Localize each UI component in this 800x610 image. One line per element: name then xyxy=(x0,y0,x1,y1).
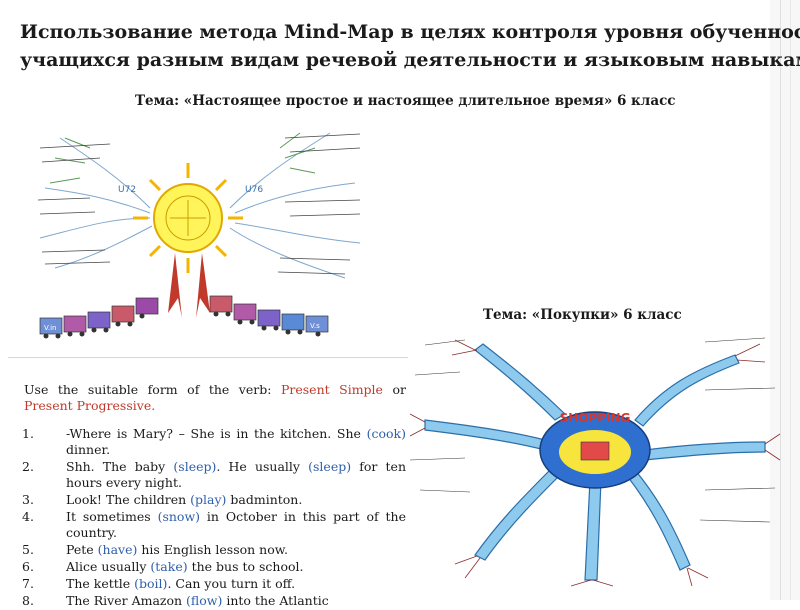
verb-prompt: (cook) xyxy=(366,426,406,441)
exercise-text: -Where is Mary? – She is in the kitchen.… xyxy=(66,426,367,441)
exercise-item: 2. Shh. The baby (sleep). He usually (sle… xyxy=(16,459,406,491)
exercise-text: Alice usually xyxy=(66,559,151,574)
exercise-instructions: Use the suitable form of the verb: Prese… xyxy=(24,382,406,414)
exercise-item: 6. Alice usually (take) the bus to school… xyxy=(16,559,406,575)
verb-prompt: (snow) xyxy=(157,509,201,524)
exercise-text: into the Atlantic xyxy=(222,593,329,608)
exercise-item-number: 5. xyxy=(22,542,34,557)
exercise-text: Pete xyxy=(66,542,98,557)
exercise-item: 8. The River Amazon (flow) into the Atlan… xyxy=(16,593,406,609)
train-right-label: V.s xyxy=(310,322,320,330)
exercise-text: Look! The children xyxy=(66,492,191,507)
exercise-text: The River Amazon xyxy=(66,593,187,608)
slide-title: Использование метода Mind-Map в целях ко… xyxy=(20,18,800,74)
sun-icon xyxy=(133,163,243,273)
exercise-item-number: 1. xyxy=(22,426,34,441)
train-left-icon: V.in xyxy=(39,297,159,339)
topic-shopping-heading: Тема: «Покупки» 6 класс xyxy=(483,307,682,323)
slide-edge-decoration xyxy=(770,0,800,600)
exercise-item: 5. Pete (have) his English lesson now. xyxy=(16,542,406,558)
verb-prompt: (take) xyxy=(150,559,188,574)
instruction-prefix: Use the suitable form of the verb: xyxy=(24,382,281,397)
exercise-item-number: 4. xyxy=(22,509,34,524)
verb-prompt: (have) xyxy=(97,542,138,557)
instruction-present-progressive: Present Progressive. xyxy=(24,398,156,413)
exercise-text: the bus to school. xyxy=(187,559,304,574)
exercise-item: 7. The kettle (boil). Can you turn it off… xyxy=(16,576,406,592)
exercise-text: . Can you turn it off. xyxy=(167,576,296,591)
exercise-item-number: 7. xyxy=(22,576,34,591)
topic-tenses-heading: Тема: «Настоящее простое и настоящее дли… xyxy=(135,93,676,109)
verb-prompt: (sleep) xyxy=(173,459,217,474)
tenses-mindmap-image: U72 U76 V.in xyxy=(37,132,361,339)
exercise-text: It sometimes xyxy=(66,509,158,524)
exercise-item: 4. It sometimes (snow) in October in this… xyxy=(16,509,406,541)
verb-prompt: (boil) xyxy=(134,576,168,591)
exercise-text: Shh. The baby xyxy=(66,459,174,474)
instruction-present-simple: Present Simple xyxy=(280,382,383,397)
map1-tag-left: U72 xyxy=(118,185,136,195)
exercise-item: 3. Look! The children (play) badminton. xyxy=(16,492,406,508)
exercise-block: Use the suitable form of the verb: Prese… xyxy=(16,382,406,610)
exercise-item: 1. -Where is Mary? – She is in the kitche… xyxy=(16,426,406,458)
map1-tag-right: U76 xyxy=(245,185,263,195)
exercise-item-number: 3. xyxy=(22,492,34,507)
exercise-item-number: 6. xyxy=(22,559,34,574)
exercise-text: . He usually xyxy=(216,459,309,474)
shopping-center-icon: SHOPPING xyxy=(539,411,651,489)
verb-prompt: (play) xyxy=(190,492,227,507)
title-line-2: учащихся разным видам речевой деятельнос… xyxy=(20,49,800,71)
exercise-text: in October in this part of the country. xyxy=(66,509,406,540)
shopping-mindmap-image: SHOPPING xyxy=(409,337,781,587)
arrows-decoration xyxy=(168,253,210,318)
train-left-label: V.in xyxy=(44,324,57,332)
exercise-text: badminton. xyxy=(226,492,303,507)
shopping-center-label: SHOPPING xyxy=(560,411,631,425)
verb-prompt: (sleep) xyxy=(308,459,352,474)
exercise-item-number: 2. xyxy=(22,459,34,474)
instruction-or: or xyxy=(382,382,406,397)
title-line-1: Использование метода Mind-Map в целях ко… xyxy=(20,21,800,43)
train-right-icon: V.s xyxy=(209,295,329,337)
exercise-text: The kettle xyxy=(66,576,135,591)
divider-line xyxy=(8,357,408,358)
exercise-text: his English lesson now. xyxy=(137,542,288,557)
exercise-item-number: 8. xyxy=(22,593,34,608)
exercise-text: dinner. xyxy=(66,442,111,457)
verb-prompt: (flow) xyxy=(186,593,223,608)
exercise-list: 1. -Where is Mary? – She is in the kitche… xyxy=(16,426,406,609)
exercise-text: for ten hours every night. xyxy=(66,459,407,490)
